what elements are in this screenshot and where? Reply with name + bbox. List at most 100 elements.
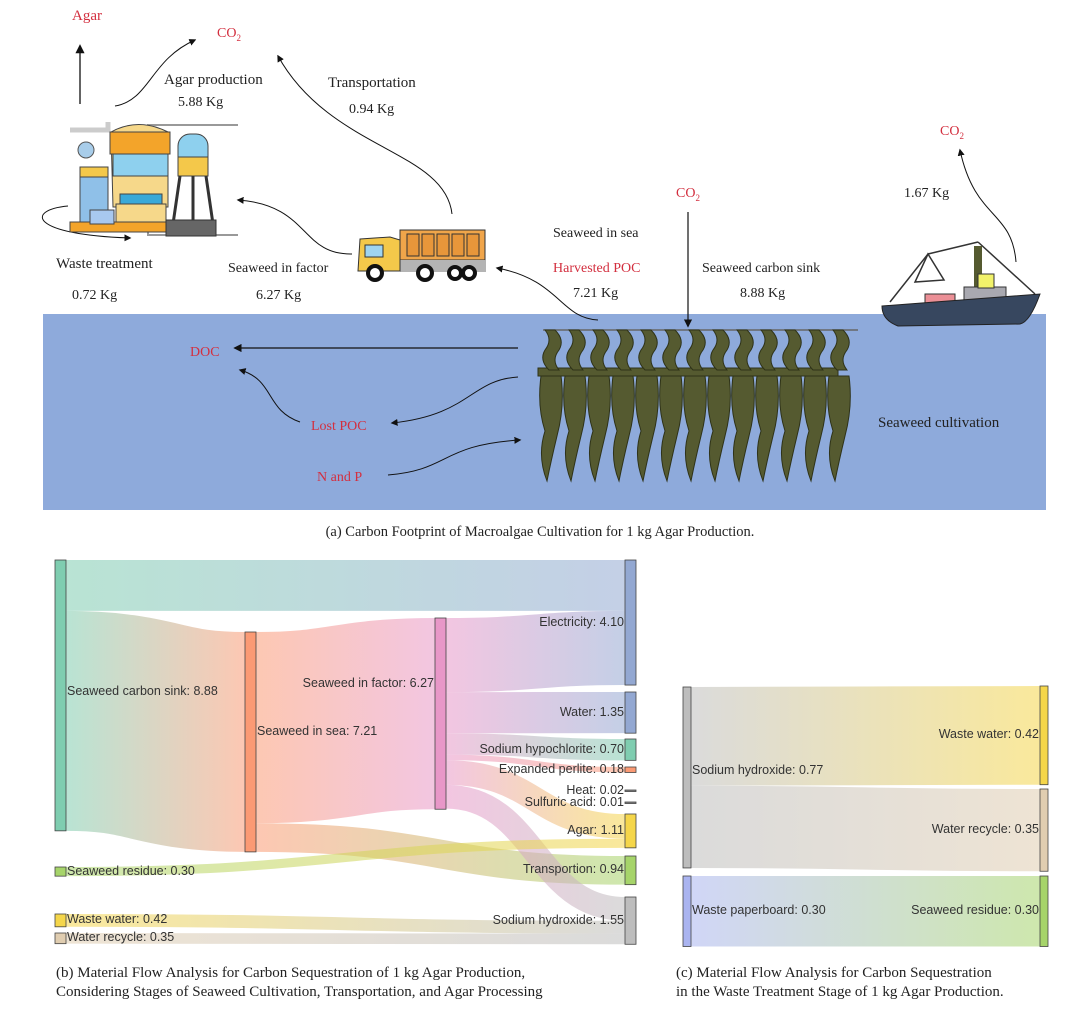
seaweed-strand-top <box>830 329 850 371</box>
sankey-label-wastewater: Waste water: 0.42 <box>67 912 168 927</box>
sankey-label-transport: Transportion: 0.94 <box>523 862 624 877</box>
sankey-link-wastewater-naoh <box>65 914 626 934</box>
sankey-label-naoh: Sodium hydroxide: 0.77 <box>692 763 824 778</box>
arrow-waste-loop <box>41 205 132 242</box>
label-co2-boat: CO2 <box>940 124 964 141</box>
sankey-label-residue: Seaweed residue: 0.30 <box>67 863 195 878</box>
caption-c-line1: (c) Material Flow Analysis for Carbon Se… <box>676 965 992 981</box>
sankey-label-wastewater: Waste water: 0.42 <box>938 727 1039 742</box>
arrow-truck-factory <box>236 196 353 255</box>
arrow-np-seaweed <box>387 436 522 476</box>
label-agar: Agar <box>72 8 102 24</box>
co2-text: CO <box>940 124 960 139</box>
sankey-label-water: Water: 1.35 <box>559 704 624 719</box>
sankey-node-sulfuric <box>624 801 637 804</box>
boat-icon <box>881 241 1041 327</box>
sankey-link-sink-sea <box>64 610 247 852</box>
label-lost-poc: Lost POC <box>311 419 367 434</box>
label-n-and-p: N and P <box>317 470 363 485</box>
sankey-node-agar <box>624 813 637 849</box>
label-co2-sea: CO2 <box>676 186 700 203</box>
flow-arrows <box>41 39 1017 476</box>
co2-subscript: 2 <box>236 32 241 43</box>
co2-subscript: 2 <box>959 130 964 141</box>
seaweed-strand-top <box>542 329 562 371</box>
arrow-harvest-truck <box>495 265 599 321</box>
sankey-node-residue <box>1039 875 1049 947</box>
label-harvested-poc: Harvested POC <box>553 261 641 276</box>
sankey-label-paper: Waste paperboard: 0.30 <box>692 903 826 918</box>
seaweed-strand-bottom <box>683 375 707 483</box>
label-waste-treatment: Waste treatment <box>56 256 153 272</box>
sankey-node-residue <box>54 866 67 877</box>
seaweed-strand-bottom <box>707 375 731 483</box>
seaweed-strand-top <box>638 329 658 371</box>
sankey-label-naoh: Sodium hydroxide: 1.55 <box>492 912 624 927</box>
truck-icon <box>357 229 486 282</box>
co2-subscript: 2 <box>695 192 700 203</box>
sankey-link-factor-agar <box>445 760 626 839</box>
label-seaweed-carbon-sink: Seaweed carbon sink <box>702 261 821 276</box>
seaweed-strand-top <box>590 329 610 371</box>
sankey-label-recycle: Water recycle: 0.35 <box>931 822 1039 837</box>
co2-text: CO <box>217 26 237 41</box>
sankey-node-heat <box>624 789 637 792</box>
sankey-label-electricity: Electricity: 4.10 <box>539 614 624 629</box>
arrow-seaweed-lostpoc <box>390 376 519 426</box>
caption-b-line2: Considering Stages of Seaweed Cultivatio… <box>56 984 543 1000</box>
sankey-node-wastewater <box>1039 685 1049 786</box>
sankey-label-hypochlorite: Sodium hypochlorite: 0.70 <box>479 741 624 756</box>
sankey-node-recycle <box>54 932 67 945</box>
sankey-label-perlite: Expanded perlite: 0.18 <box>498 761 624 776</box>
seaweed-strand-top <box>758 329 778 371</box>
sankey-link-residue-agar <box>65 838 626 877</box>
seaweed-strand-bottom <box>587 375 611 483</box>
sankey-c-svg <box>682 685 1049 947</box>
sankey-node-hypochlorite <box>624 738 637 761</box>
sankey-node-naoh <box>624 896 637 945</box>
sankey-node-recycle <box>1039 788 1049 872</box>
sankey-node-sink <box>54 559 67 832</box>
sankey-label-factor: Seaweed in factor: 6.27 <box>302 675 434 690</box>
value-harvested-poc: 7.21 Kg <box>573 286 619 301</box>
sankey-node-paper <box>682 875 692 947</box>
value-boat: 1.67 Kg <box>904 186 950 201</box>
seaweed-strand-top <box>806 329 826 371</box>
sankey-label-residue: Seaweed residue: 0.30 <box>911 903 1039 918</box>
seaweed-strand-top <box>686 329 706 371</box>
seaweed-strand-bottom <box>779 375 803 483</box>
seaweed-strand-bottom <box>635 375 659 483</box>
sankey-node-factor <box>434 617 447 810</box>
sankey-link-naoh-wastewater <box>690 686 1041 786</box>
label-seaweed-in-factor: Seaweed in factor <box>228 261 329 276</box>
sankey-node-transport <box>624 855 637 886</box>
seaweed-strand-bottom <box>803 375 827 483</box>
sankey-node-naoh <box>682 686 692 869</box>
label-seaweed-cultivation: Seaweed cultivation <box>878 415 1000 431</box>
co2-text: CO <box>676 186 696 201</box>
factory-icon <box>69 122 238 237</box>
seaweed-strand-top <box>782 329 802 371</box>
seaweed-strand-top <box>614 329 634 371</box>
seaweed-strand-top <box>566 329 586 371</box>
sankey-label-heat: Heat: 0.02 <box>566 782 624 797</box>
caption-a: (a) Carbon Footprint of Macroalgae Culti… <box>325 524 755 540</box>
value-waste-treatment: 0.72 Kg <box>72 288 118 303</box>
seaweed-farm-icon <box>537 329 858 483</box>
sankey-link-factor-electricity <box>445 610 626 693</box>
caption-b: (b) Material Flow Analysis for Carbon Se… <box>56 964 543 1002</box>
sankey-link-factor-perlite <box>445 754 626 773</box>
label-transportation: Transportation <box>328 75 416 91</box>
caption-c: (c) Material Flow Analysis for Carbon Se… <box>676 964 1004 1002</box>
value-agar-production: 5.88 Kg <box>178 95 224 110</box>
seaweed-strand-top <box>734 329 754 371</box>
seaweed-strand-bottom <box>731 375 755 483</box>
arrow-boat-co2 <box>957 148 1017 263</box>
label-seaweed-in-sea: Seaweed in sea <box>553 226 639 241</box>
sankey-label-recycle: Water recycle: 0.35 <box>67 930 175 945</box>
seaweed-strand-top <box>710 329 730 371</box>
arrow-agar-co2 <box>114 39 197 107</box>
seaweed-strand-bottom <box>611 375 635 483</box>
